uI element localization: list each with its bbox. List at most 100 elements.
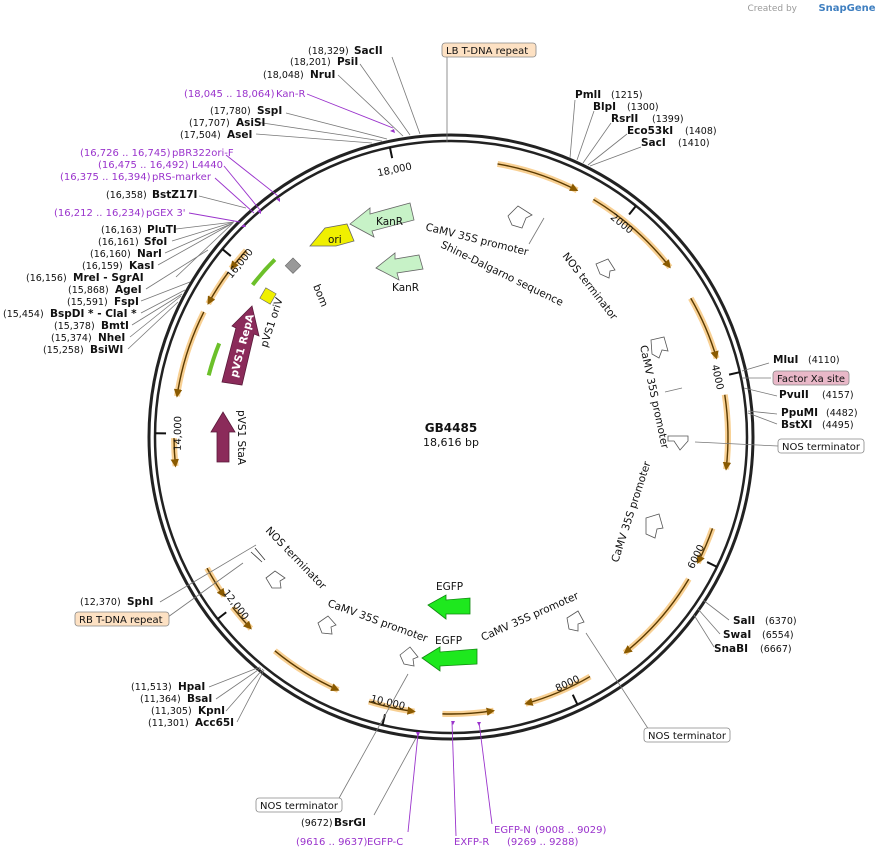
promoter-arrow-lower-right[interactable] bbox=[645, 513, 664, 539]
enzyme-sphi[interactable]: (12,370)SphI bbox=[80, 596, 153, 608]
orf-arc[interactable] bbox=[593, 198, 671, 269]
enzyme-pvuii[interactable]: PvuII(4157) bbox=[779, 389, 854, 401]
enzyme-blpi[interactable]: BlpI(1300) bbox=[593, 101, 659, 113]
enzyme-bsiwi[interactable]: (15,258)BsiWI bbox=[43, 344, 123, 356]
enzyme-mrei-sgrai[interactable]: (16,156)MreI - SgrAI bbox=[26, 272, 144, 284]
enzyme-rsrii[interactable]: RsrII(1399) bbox=[611, 113, 684, 125]
primer-exfp-r[interactable]: EXFP-R(9269 .. 9288) bbox=[454, 837, 579, 848]
enzyme-mlui[interactable]: MluI(4110) bbox=[773, 354, 840, 366]
enzyme-saci[interactable]: SacI(1410) bbox=[641, 137, 710, 149]
enzyme-swai[interactable]: SwaI(6554) bbox=[723, 629, 794, 641]
orf-arc[interactable] bbox=[274, 650, 340, 692]
promoter-arrow-bottom[interactable] bbox=[399, 646, 419, 667]
orf-arc[interactable] bbox=[697, 528, 714, 564]
enzyme-sacii[interactable]: (18,329)SacII bbox=[308, 45, 383, 57]
bom-marker[interactable] bbox=[284, 257, 302, 274]
primer-l4440[interactable]: (16,475 .. 16,492)L4440 bbox=[98, 160, 223, 171]
enzyme-ppumi[interactable]: PpuMI(4482) bbox=[781, 407, 858, 419]
enzyme-sfoi[interactable]: (16,161)SfoI bbox=[98, 236, 167, 248]
primer-pbr322ori-f[interactable]: (16,726 .. 16,745)pBR322ori-F bbox=[80, 148, 234, 159]
promoter-arrow-top[interactable] bbox=[507, 205, 533, 229]
svg-text:(4157): (4157) bbox=[822, 390, 854, 401]
enzyme-pluti[interactable]: (16,163)PluTI bbox=[101, 224, 177, 236]
enzyme-nrui[interactable]: (18,048)NruI bbox=[263, 69, 335, 81]
green-orf-arc[interactable] bbox=[206, 342, 222, 376]
orf-arc[interactable] bbox=[722, 394, 732, 471]
enzyme-bmti[interactable]: (15,378)BmtI bbox=[54, 320, 129, 332]
svg-text:NarI: NarI bbox=[137, 248, 162, 260]
orf-arc[interactable] bbox=[207, 271, 229, 305]
nos-arrow-right[interactable] bbox=[667, 435, 689, 451]
svg-text:(9672): (9672) bbox=[301, 818, 333, 829]
enzyme-asei[interactable]: (17,504)AseI bbox=[180, 129, 252, 141]
enzyme-bspdi-clai[interactable]: (15,454)BspDI * - ClaI * bbox=[3, 308, 137, 320]
plasmid-name: GB4485 bbox=[425, 421, 477, 435]
orf-arc[interactable] bbox=[368, 700, 416, 715]
pvs1-repa-arrow[interactable]: pVS1 RepA bbox=[221, 305, 260, 386]
svg-text:(18,329): (18,329) bbox=[308, 46, 349, 57]
egfp-arrow-bottom[interactable]: EGFP bbox=[421, 635, 478, 672]
svg-text:SwaI: SwaI bbox=[723, 629, 751, 641]
kanr-arrow-1[interactable]: KanR bbox=[349, 202, 415, 238]
primer-prs-marker[interactable]: (16,375 .. 16,394)pRS-marker bbox=[60, 172, 212, 183]
nos-terminator-bottom-right-box[interactable]: NOS terminator bbox=[643, 727, 731, 743]
green-orf-arc[interactable] bbox=[251, 258, 277, 287]
rb-tdna-repeat[interactable]: RB T-DNA repeat bbox=[74, 611, 170, 627]
enzyme-sspi[interactable]: (17,780)SspI bbox=[210, 105, 282, 117]
factor-xa-site[interactable]: Factor Xa site bbox=[772, 370, 850, 386]
nos-terminator-right-box[interactable]: NOS terminator bbox=[777, 438, 865, 454]
promoter-arrow-bottom-left[interactable] bbox=[317, 615, 337, 635]
enzyme-pmli[interactable]: PmlI(1215) bbox=[575, 89, 643, 101]
orf-arc[interactable] bbox=[442, 707, 496, 716]
egfp-arrow-top[interactable]: EGFP bbox=[427, 581, 471, 620]
enzyme-nari[interactable]: (16,160)NarI bbox=[90, 248, 162, 260]
pvs1-oriv-marker[interactable] bbox=[259, 287, 277, 305]
svg-text:(15,258): (15,258) bbox=[43, 345, 84, 356]
enzyme-acc65i[interactable]: (11,301)Acc65I bbox=[148, 717, 234, 729]
enzyme-fspi[interactable]: (15,591)FspI bbox=[67, 296, 139, 308]
svg-text:(15,374): (15,374) bbox=[51, 333, 92, 344]
nos-arrow-top-right[interactable] bbox=[595, 258, 616, 279]
tick-label: 12,000 bbox=[220, 588, 250, 622]
orf-arc[interactable] bbox=[524, 675, 591, 706]
primer-kan-r[interactable]: (18,045 .. 18,064)Kan-R bbox=[184, 89, 305, 100]
enzyme-bstz17i[interactable]: (16,358)BstZ17I bbox=[106, 189, 197, 201]
orf-arc[interactable] bbox=[623, 578, 690, 654]
enzyme-asisi[interactable]: (17,707)AsiSI bbox=[189, 117, 265, 129]
svg-text:(6667): (6667) bbox=[760, 644, 792, 655]
ori-feature[interactable]: ori bbox=[309, 223, 355, 247]
enzyme-kpni[interactable]: (11,305)KpnI bbox=[151, 705, 225, 717]
orf-arc[interactable] bbox=[170, 438, 179, 468]
orf-arc[interactable] bbox=[173, 311, 205, 398]
enzyme-nhei[interactable]: (15,374)NheI bbox=[51, 332, 125, 344]
promoter-arrow-bottom-right[interactable] bbox=[566, 610, 585, 632]
svg-text:(11,305): (11,305) bbox=[151, 706, 192, 717]
lb-tdna-repeat[interactable]: LB T-DNA repeat bbox=[441, 42, 537, 58]
svg-text:EXFP-R: EXFP-R bbox=[454, 837, 489, 848]
enzyme-bstxi[interactable]: BstXI(4495) bbox=[781, 419, 854, 431]
nos-terminator-bottom-box[interactable]: NOS terminator bbox=[255, 797, 343, 813]
nos-arrow-bottom-left[interactable] bbox=[265, 570, 286, 589]
enzyme-agei[interactable]: (15,868)AgeI bbox=[68, 284, 142, 296]
enzyme-eco53ki[interactable]: Eco53kI(1408) bbox=[627, 125, 717, 137]
enzyme-sali[interactable]: SalI(6370) bbox=[733, 615, 797, 627]
primer-egfp-n[interactable]: EGFP-N(9008 .. 9029) bbox=[494, 825, 607, 836]
primer-pgex3[interactable]: (16,212 .. 16,234)pGEX 3' bbox=[54, 208, 186, 219]
orf-arc[interactable] bbox=[231, 606, 252, 630]
orf-arc[interactable] bbox=[206, 567, 226, 598]
orf-arc[interactable] bbox=[690, 297, 719, 360]
pvs1-staa-arrow[interactable]: pVS1 StaA bbox=[210, 410, 247, 466]
enzyme-bsrgi[interactable]: (9672)BsrGI bbox=[301, 817, 366, 829]
enzyme-snabi[interactable]: SnaBI(6667) bbox=[714, 643, 792, 655]
enzyme-hpai[interactable]: (11,513)HpaI bbox=[131, 681, 205, 693]
promoter-arrow-right[interactable] bbox=[650, 336, 669, 359]
orf-arc[interactable] bbox=[230, 250, 247, 270]
enzyme-bsai[interactable]: (11,364)BsaI bbox=[140, 693, 212, 705]
kanr-arrow-2[interactable]: KanR bbox=[375, 252, 424, 294]
enzyme-psii[interactable]: (18,201)PsiI bbox=[290, 56, 358, 68]
tick-label: 8000 bbox=[554, 674, 582, 695]
orf-arc[interactable] bbox=[497, 163, 579, 191]
svg-text:(16,375 .. 16,394): (16,375 .. 16,394) bbox=[60, 172, 151, 183]
enzyme-kasi[interactable]: (16,159)KasI bbox=[82, 260, 154, 272]
primer-egfp-c[interactable]: (9616 .. 9637)EGFP-C bbox=[296, 837, 403, 848]
